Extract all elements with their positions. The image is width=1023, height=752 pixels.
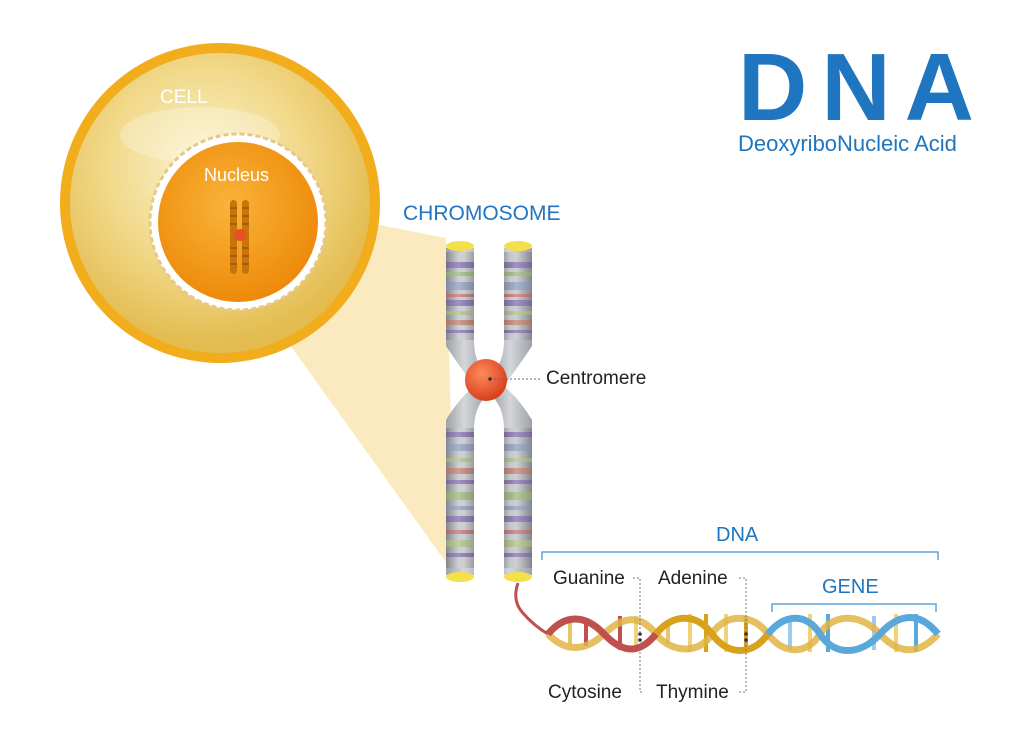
label-gene: GENE <box>822 576 879 598</box>
label-chromosome: CHROMOSOME <box>403 202 561 225</box>
label-cytosine: Cytosine <box>548 682 622 703</box>
label-centromere: Centromere <box>546 368 647 389</box>
label-thymine: Thymine <box>656 682 729 703</box>
page-title: DNA <box>738 34 988 141</box>
gene-bracket <box>771 603 937 612</box>
label-guanine: Guanine <box>553 568 625 589</box>
page-subtitle: DeoxyriboNucleic Acid <box>738 131 957 156</box>
label-dna: DNA <box>716 524 759 546</box>
nucleus-illustration <box>148 132 328 312</box>
dna-bracket <box>541 551 939 560</box>
label-adenine: Adenine <box>658 568 728 589</box>
chromosome-illustration <box>446 241 542 582</box>
label-nucleus: Nucleus <box>204 165 270 185</box>
dna-helix-illustration <box>514 577 941 693</box>
label-cell: CELL <box>160 87 208 108</box>
